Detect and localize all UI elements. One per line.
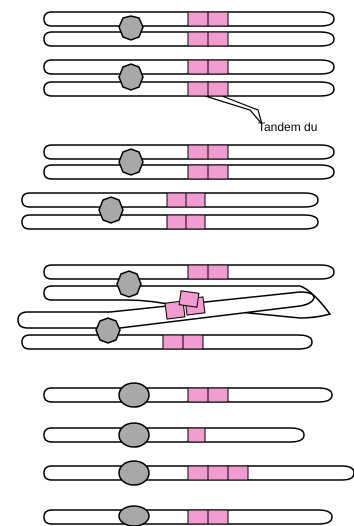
centromere [96,318,120,343]
chromosome-result-1 [44,383,332,407]
centromere [117,271,141,297]
repeat-band [186,193,205,207]
leader-line [222,96,262,124]
repeat-band [167,193,186,207]
chromosome-pair-3 [44,145,334,179]
chromosome-result-4 [44,506,332,526]
repeat-band [188,466,208,480]
chromosome-pair-2: Tandem du [44,60,334,134]
centromere [119,383,149,407]
repeat-band [228,466,248,480]
chromosome-result-2 [44,423,304,447]
repeat-band [188,12,208,26]
centromere [119,64,143,90]
repeat-band [183,335,203,349]
chromosome-pair-4 [22,193,318,229]
repeat-band [188,60,208,74]
repeat-band [163,335,183,349]
centromere [119,506,149,526]
repeat-band [188,145,208,159]
repeat-band [188,165,208,179]
repeat-band [208,32,228,46]
repeat-band [208,12,228,26]
repeat-band [179,291,199,307]
repeat-band [208,265,228,279]
repeat-band [188,82,208,96]
repeat-band [188,428,205,442]
centromere [119,461,149,485]
chromosome-pair-1 [44,12,334,46]
centromere [119,16,143,40]
tandem-duplication-label: Tandem du [258,120,317,134]
repeat-band [208,60,228,74]
repeat-band [208,510,228,524]
repeat-band [208,165,228,179]
repeat-band [188,265,208,279]
repeat-band [208,388,228,402]
repeat-band [188,388,208,402]
repeat-band [186,215,205,229]
repeat-band [208,145,228,159]
chromosome-result-3 [44,461,354,485]
centromere [119,149,143,175]
centromere [99,197,123,223]
repeat-band [167,215,186,229]
repeat-band [208,466,228,480]
chromatid [44,428,304,442]
repeat-band [208,82,228,96]
repeat-band [188,32,208,46]
centromere [119,423,149,447]
repeat-band [188,510,208,524]
